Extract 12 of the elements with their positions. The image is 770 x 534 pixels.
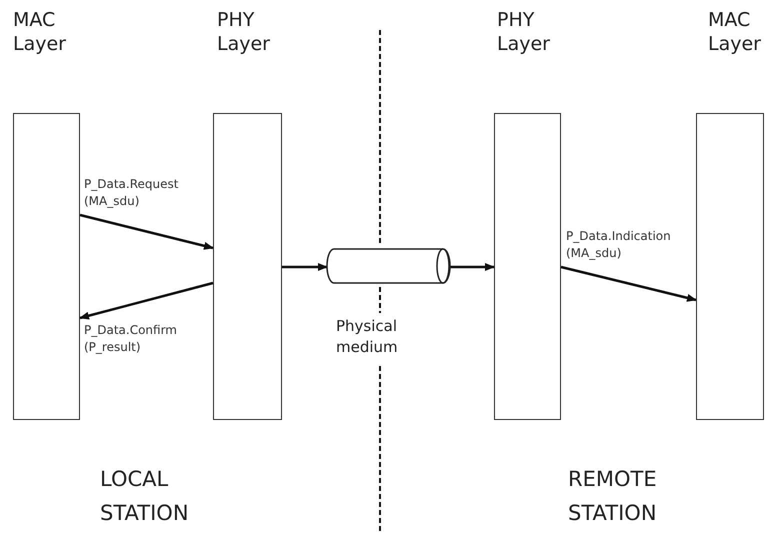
arrow [80, 214, 214, 250]
arrow [560, 266, 697, 302]
station-label: LOCAL STATION [100, 466, 190, 527]
layer-heading: PHY Layer [217, 8, 271, 56]
layer-heading: MAC Layer [708, 8, 762, 56]
arrow [450, 263, 495, 271]
medium-caption: Physical medium [336, 316, 399, 358]
station-label: REMOTE STATION [568, 466, 658, 527]
arrow [282, 263, 328, 271]
layer-heading: MAC Layer [13, 8, 67, 56]
layer-heading: PHY Layer [497, 8, 551, 56]
arrow [79, 282, 214, 320]
